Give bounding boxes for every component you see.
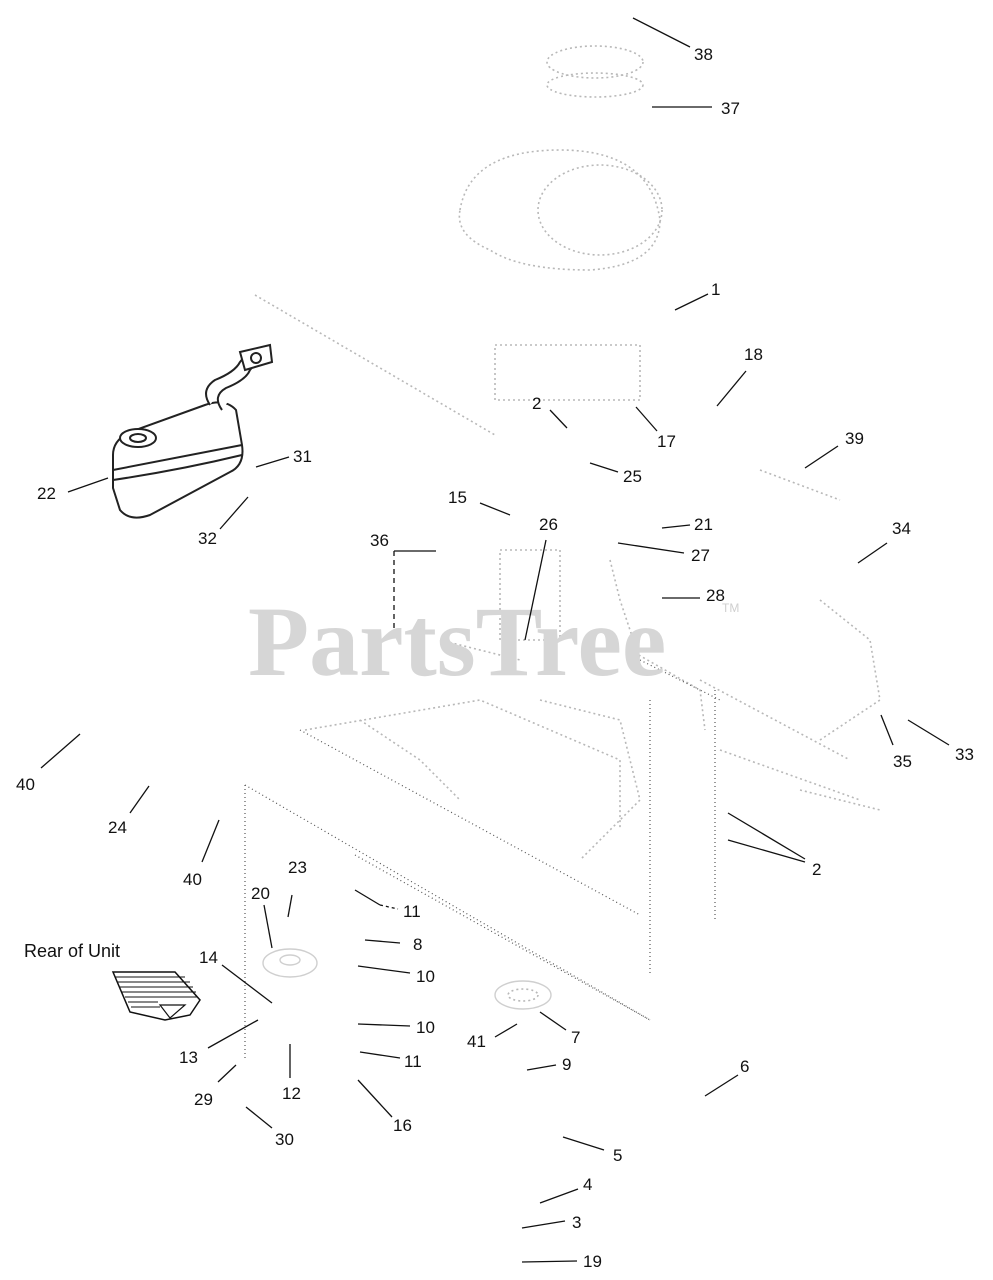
callout-28: 28 (706, 586, 725, 605)
callout-40: 40 (16, 775, 35, 794)
callout-19: 19 (583, 1252, 602, 1271)
callout-6: 6 (740, 1057, 749, 1076)
rear-of-unit-arrow: Rear of Unit (24, 941, 201, 1021)
leader-lines (40, 17, 950, 1263)
callout-17: 17 (657, 432, 676, 451)
rear-of-unit-label: Rear of Unit (24, 941, 120, 961)
callout-36: 36 (370, 531, 389, 550)
callout-12: 12 (282, 1084, 301, 1103)
deck-frame-outline (244, 659, 721, 1060)
callout-20: 20 (251, 884, 270, 903)
callout-4: 4 (583, 1175, 592, 1194)
pulley-parts (262, 948, 552, 1010)
callout-1: 1 (711, 280, 720, 299)
callout-10: 10 (416, 967, 435, 986)
partstree-watermark: PartsTree TM (248, 586, 739, 697)
callout-38: 38 (694, 45, 713, 64)
callout-11: 11 (403, 902, 421, 921)
callout-7: 7 (571, 1028, 580, 1047)
callout-3: 3 (572, 1213, 581, 1232)
callout-13: 13 (179, 1048, 198, 1067)
callout-35: 35 (893, 752, 912, 771)
engine-parts-faint (254, 45, 881, 861)
callout-40b: 40 (183, 870, 202, 889)
callout-29: 29 (194, 1090, 213, 1109)
callout-22: 22 (37, 484, 56, 503)
callout-14: 14 (199, 948, 218, 967)
callout-41: 41 (467, 1032, 486, 1051)
callout-31: 31 (293, 447, 312, 466)
callout-37: 37 (721, 99, 740, 118)
callout-23: 23 (288, 858, 307, 877)
callout-26: 26 (539, 515, 558, 534)
callout-10b: 10 (416, 1018, 435, 1037)
callout-27: 27 (691, 546, 710, 565)
callout-16: 16 (393, 1116, 412, 1135)
callout-2b: 2 (812, 860, 821, 879)
callout-2: 2 (532, 394, 541, 413)
watermark-text: PartsTree (248, 586, 666, 697)
callout-25: 25 (623, 467, 642, 486)
callout-18: 18 (744, 345, 763, 364)
callout-5: 5 (613, 1146, 622, 1165)
callout-11b: 11 (404, 1052, 422, 1071)
callout-numbers: 38 37 1 18 2 17 39 31 22 25 32 15 26 21 … (16, 45, 974, 1271)
callout-9: 9 (562, 1055, 571, 1074)
callout-21: 21 (694, 515, 713, 534)
muffler (112, 343, 274, 519)
callout-33: 33 (955, 745, 974, 764)
callout-15: 15 (448, 488, 467, 507)
callout-39: 39 (845, 429, 864, 448)
callout-34: 34 (892, 519, 911, 538)
callout-30: 30 (275, 1130, 294, 1149)
callout-24: 24 (108, 818, 127, 837)
watermark-trademark: TM (722, 601, 739, 615)
callout-32: 32 (198, 529, 217, 548)
callout-8: 8 (413, 935, 422, 954)
